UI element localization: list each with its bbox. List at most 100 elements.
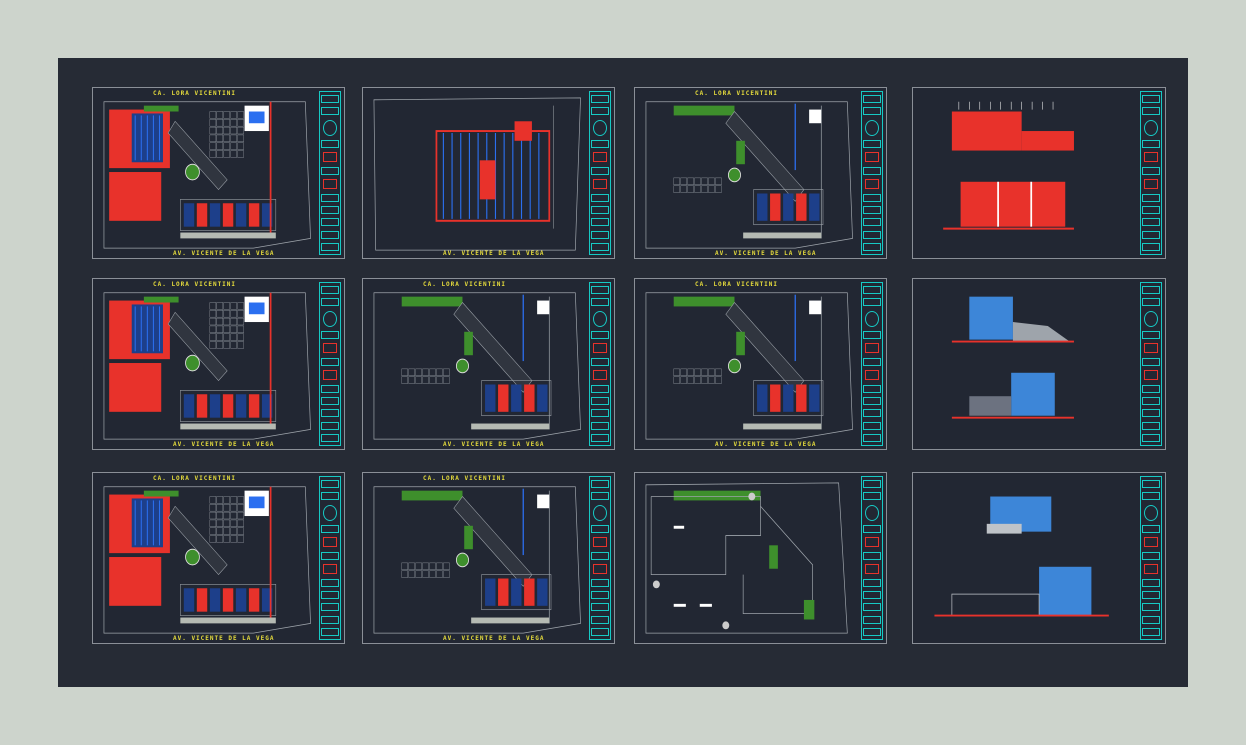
grid-cell [223,119,230,127]
title-block [861,91,883,255]
site-boundary [645,292,853,440]
drawing-area [917,283,1135,445]
room-cell [809,193,820,221]
title-block [1140,476,1162,640]
title-cell [863,421,881,430]
drawing-sheet-11[interactable] [634,472,887,644]
site-boundary [103,101,311,249]
drawing-sheet-4[interactable] [912,87,1166,259]
grid-cell [443,368,450,376]
title-cell [1142,396,1160,405]
site-boundary [103,292,311,440]
title-cell [865,179,879,190]
room-cell [524,384,535,412]
title-block [589,282,611,446]
street-label-bottom: AV. VICENTE DE LA VEGA [715,250,817,257]
grass-strip [143,490,179,497]
room-cell [757,193,768,221]
room-cell [222,203,234,227]
title-cell [1142,603,1160,612]
diagonal-wing [167,120,228,191]
drawing-sheet-2[interactable]: AV. VICENTE DE LA VEGA [362,87,615,259]
sidewalk [743,232,822,239]
grid-cell [401,376,408,384]
sidewalk [180,423,276,430]
room-cell [196,394,208,418]
street-label-bottom: AV. VICENTE DE LA VEGA [715,441,817,448]
fountain [185,548,200,566]
fountain [455,358,469,374]
title-cell [591,396,609,405]
grid-cell [223,150,230,158]
grid-cell [715,376,722,384]
room-cell [209,588,221,612]
title-cell [1142,218,1160,227]
title-cell [591,421,609,430]
grid-cell [209,150,217,158]
grid-cell [694,376,701,384]
title-cell [591,384,609,393]
grid-cell [209,341,217,349]
grid-cell [230,310,237,318]
logo-icon [323,504,337,521]
fountain [727,358,741,374]
room-cell [248,394,260,418]
grid-cell [223,111,230,119]
sidewalk [471,423,550,430]
grid-cell [216,535,224,543]
grid-cell [223,134,230,142]
grid-cell [216,150,224,158]
grid-cell [429,376,436,384]
grid-cell [223,519,230,527]
grid-cell [230,333,237,341]
grid-cell [230,142,237,150]
title-cell [591,331,609,340]
title-cell [865,370,879,381]
room-cell [248,203,260,227]
drawing-area [917,477,1135,639]
title-cell [1142,107,1160,116]
site-boundary [645,101,853,249]
drawing-sheet-8[interactable] [912,278,1166,450]
title-cell [1142,331,1160,340]
grid-cell [216,496,224,504]
title-cell [1144,343,1158,354]
drawing-sheet-12[interactable] [912,472,1166,644]
title-cell [1142,384,1160,393]
title-cell [591,480,609,488]
grass-strip [464,331,473,356]
street-label-bottom: AV. VICENTE DE LA VEGA [443,441,545,448]
grid-cell [680,185,687,193]
pipe-block [248,496,265,509]
grid-cell [673,376,680,384]
site-boundary [103,486,311,634]
grid-cell [401,562,408,570]
grid-cell [429,570,436,578]
title-cell [321,615,339,624]
room-cell [183,588,195,612]
room-cell [796,193,807,221]
drawing-svg [103,101,311,249]
grid-cell [230,126,237,135]
title-cell [321,242,339,251]
title-cell [321,433,339,442]
grid-cell [230,302,237,310]
sidewalk [180,232,276,239]
title-cell [863,242,881,251]
low-volume [986,523,1022,534]
title-cell [591,525,609,534]
drawing-area [367,477,584,639]
grid-cell [415,562,422,570]
diagonal-wing [453,496,533,587]
title-cell [591,140,609,149]
site-boundary [373,97,581,251]
grid-cell [223,302,230,310]
grid-cell [436,368,443,376]
